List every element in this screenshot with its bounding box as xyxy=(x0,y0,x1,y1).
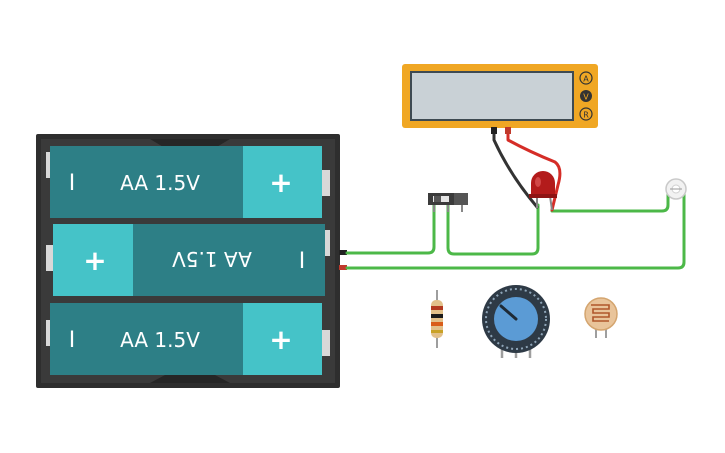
svg-text:V: V xyxy=(583,93,589,102)
battery-cell-1[interactable]: I AA 1.5V + xyxy=(46,146,330,218)
multimeter-probe-red[interactable] xyxy=(505,127,511,134)
battery-body xyxy=(50,303,243,375)
multimeter-display xyxy=(412,73,572,119)
battery-pack[interactable]: I AA 1.5V + AA 1.5V + I I AA 1.5V + xyxy=(36,134,347,388)
slide-switch[interactable] xyxy=(428,193,468,212)
battery-body xyxy=(50,146,243,218)
multimeter-mode-a[interactable]: A xyxy=(579,71,593,85)
multimeter-mode-v[interactable]: V xyxy=(580,90,592,102)
resistor[interactable] xyxy=(431,290,443,348)
wire-green-2[interactable] xyxy=(345,190,686,270)
multimeter-mode-r[interactable]: R xyxy=(579,107,593,121)
battery-plus-label: + xyxy=(269,166,292,199)
wire-black-probe[interactable] xyxy=(492,131,539,209)
wire-green-4[interactable] xyxy=(550,190,670,213)
battery-body xyxy=(133,224,325,296)
wires xyxy=(345,131,686,270)
battery-label: AA 1.5V xyxy=(172,247,252,271)
svg-text:A: A xyxy=(583,75,589,84)
multimeter[interactable]: A V R xyxy=(402,64,598,134)
battery-cap xyxy=(53,224,133,296)
potentiometer[interactable] xyxy=(482,285,550,358)
wire-green-1[interactable] xyxy=(345,200,436,255)
battery-cell-3[interactable]: I AA 1.5V + xyxy=(46,303,330,375)
battery-cap xyxy=(243,146,322,218)
led-bulb xyxy=(531,171,555,197)
slide-switch-knob[interactable] xyxy=(434,196,441,202)
battery-plus-label: + xyxy=(83,244,106,277)
battery-minus-label: I xyxy=(299,249,306,274)
photodiode[interactable] xyxy=(665,178,687,200)
battery-label: AA 1.5V xyxy=(120,328,200,352)
battery-label: AA 1.5V xyxy=(120,171,200,195)
battery-terminal-negative[interactable] xyxy=(339,250,347,255)
battery-plus-label: + xyxy=(269,323,292,356)
wire-green-3[interactable] xyxy=(446,200,540,256)
wire-red-probe[interactable] xyxy=(506,131,562,212)
photoresistor-body xyxy=(584,297,618,331)
led[interactable] xyxy=(529,171,557,211)
battery-minus-label: I xyxy=(69,171,76,196)
potentiometer-indicator xyxy=(499,304,518,321)
multimeter-probe-black[interactable] xyxy=(491,127,497,134)
battery-minus-label: I xyxy=(69,328,76,353)
photoresistor[interactable] xyxy=(584,297,618,338)
battery-cap xyxy=(243,303,322,375)
svg-text:R: R xyxy=(583,111,589,120)
battery-terminal-positive[interactable] xyxy=(339,265,347,270)
battery-cell-2[interactable]: AA 1.5V + I xyxy=(46,224,330,296)
